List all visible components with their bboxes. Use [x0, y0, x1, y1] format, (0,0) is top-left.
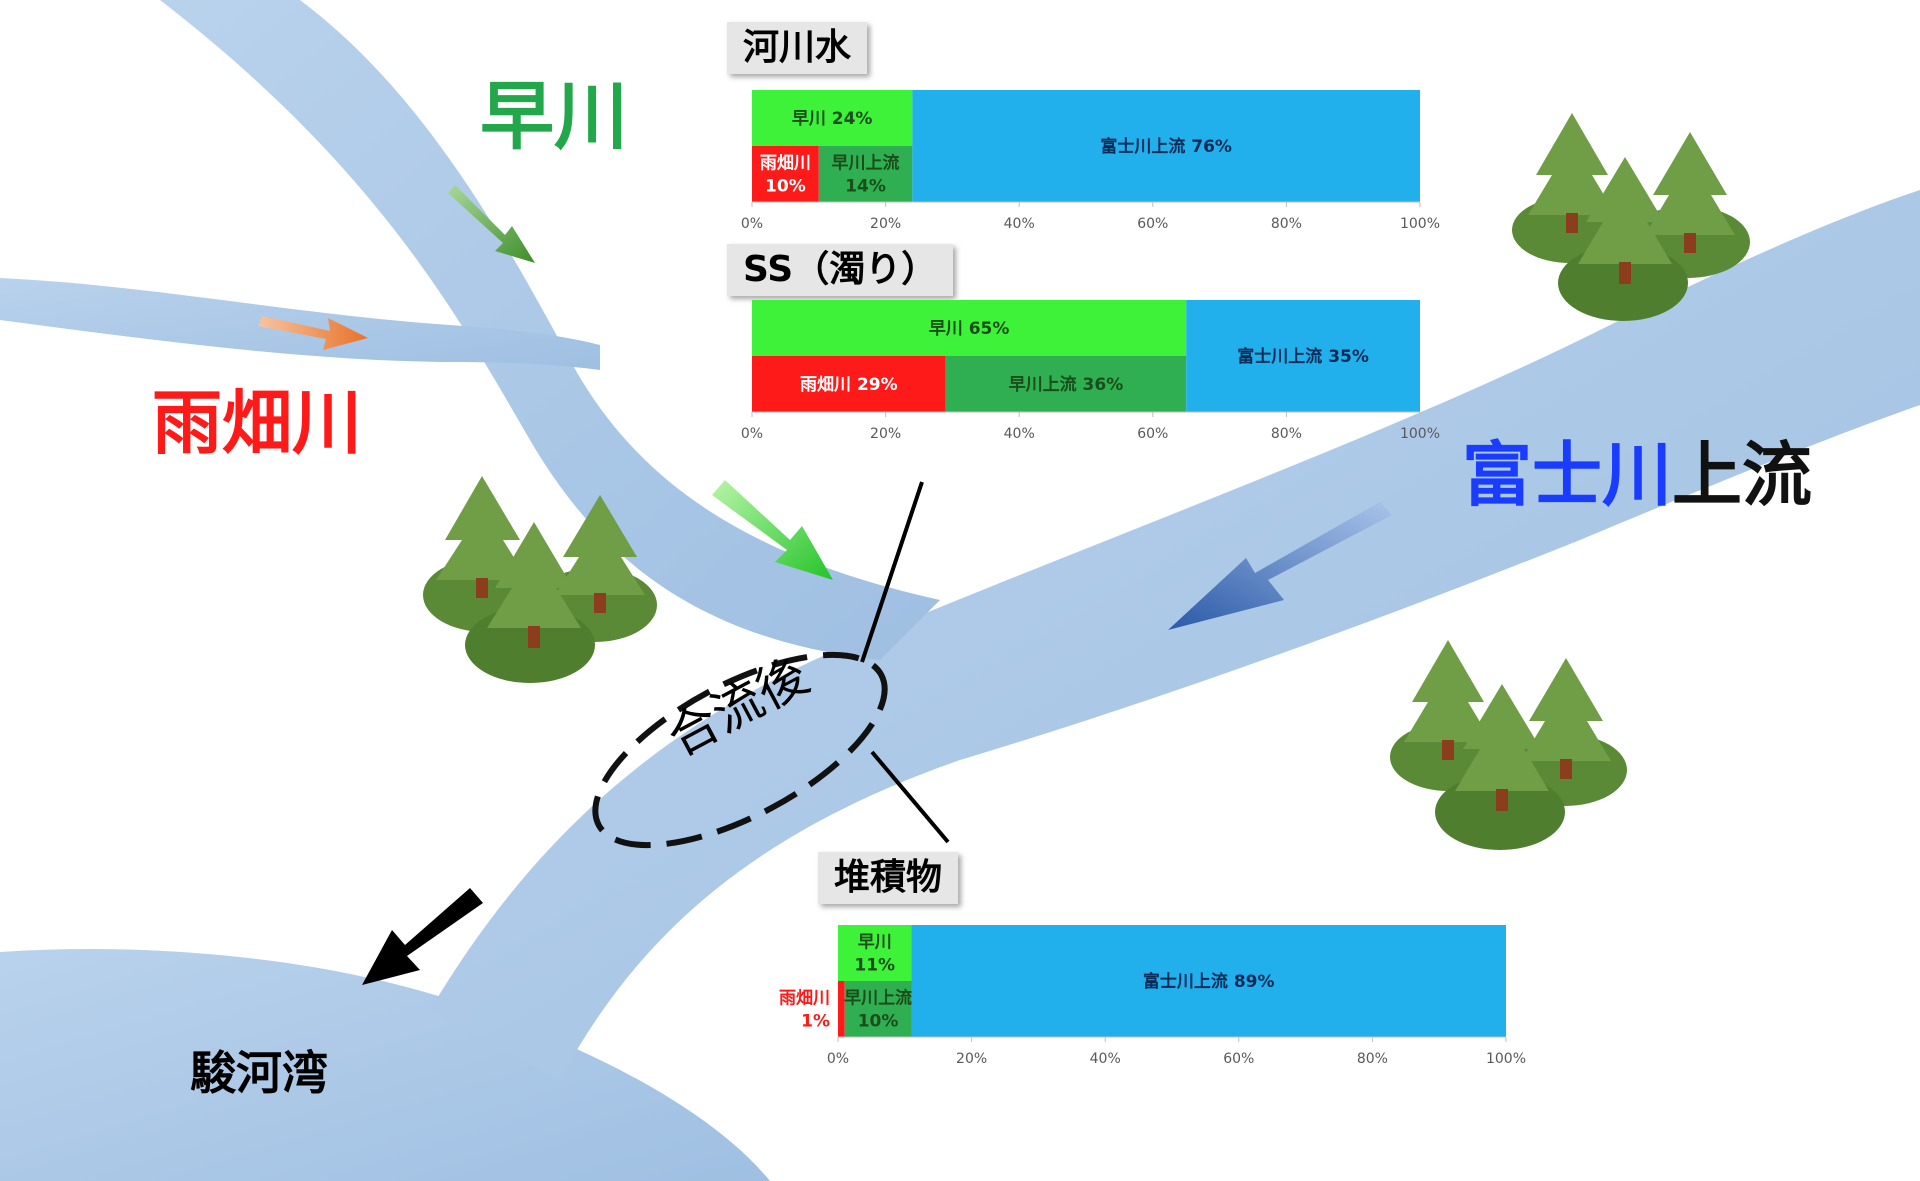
x-tick-label: 20% — [870, 216, 901, 232]
sediment-title: 堆積物 — [818, 852, 959, 904]
data-label: 11% — [854, 955, 895, 975]
fuji-flow-arrow — [1168, 502, 1392, 630]
x-tick-label: 40% — [1090, 1051, 1121, 1067]
x-tick-label: 40% — [1004, 426, 1035, 442]
suruga-bay-label: 駿河湾 — [190, 1046, 328, 1100]
x-tick-label: 80% — [1357, 1051, 1388, 1067]
data-label: 10% — [765, 176, 806, 196]
data-label: 10% — [858, 1011, 899, 1031]
x-tick-label: 20% — [870, 426, 901, 442]
x-tick-label: 60% — [1223, 1051, 1254, 1067]
downstream-flow-arrow — [362, 888, 483, 985]
x-tick-label: 60% — [1137, 426, 1168, 442]
amehata-flow-arrow — [258, 316, 368, 350]
x-tick-label: 100% — [1486, 1051, 1526, 1067]
confluence-ellipse — [592, 651, 888, 849]
bar-segment — [752, 356, 946, 412]
fuji-upper-label: 富士川上流 — [1462, 440, 1812, 510]
amehata-label: 雨畑川 — [152, 382, 362, 464]
data-label: 早川上流 — [832, 152, 900, 173]
bar-segment — [1186, 300, 1420, 412]
suruga-bay — [0, 949, 770, 1181]
bar-segment — [945, 356, 1187, 412]
data-label: 雨畑川 — [779, 988, 830, 1008]
bar-segment — [818, 146, 913, 202]
data-label: 14% — [845, 176, 886, 196]
data-label: 雨畑川 — [760, 153, 811, 173]
data-label: 1% — [801, 1011, 830, 1031]
tree-cluster-top-right — [1512, 113, 1750, 321]
bar-segment — [838, 925, 912, 981]
bar-segment — [911, 925, 1506, 1037]
tree-cluster-bottom-right — [1390, 640, 1627, 850]
main-river — [430, 190, 1920, 1080]
bar-segment — [912, 90, 1420, 202]
x-tick-label: 60% — [1137, 216, 1168, 232]
data-label: 早川 24% — [792, 109, 873, 129]
data-label: 早川上流 36% — [1009, 374, 1124, 395]
river-water-title: 河川水 — [727, 22, 868, 74]
bar-segment — [752, 90, 913, 146]
leader-line-lower — [870, 750, 950, 844]
amehata-river — [0, 278, 600, 370]
chart-svg: 早川 24% 雨畑川 10% 早川上流 14% 富士川上流 76% 0% 20% 40% 60% 8… — [741, 90, 1440, 232]
bar-segment — [752, 300, 1187, 356]
ss-turbidity-title: SS（濁り） — [727, 244, 954, 296]
hayakawa-flow-arrow-upper — [448, 185, 535, 263]
hayakawa-flow-arrow-lower — [712, 480, 833, 580]
bar-segment — [838, 981, 845, 1037]
fuji-upper-label-upstream: 上流 — [1672, 434, 1812, 516]
x-tick-label: 40% — [1004, 216, 1035, 232]
x-tick-label: 0% — [827, 1051, 849, 1067]
chart-svg: 早川 11% 雨畑川 1% 早川上流 10% 富士川上流 89% 0% 20% 40% 60% 80%… — [779, 925, 1526, 1067]
x-tick-label: 20% — [956, 1051, 987, 1067]
x-tick-label: 80% — [1271, 216, 1302, 232]
x-tick-label: 80% — [1271, 426, 1302, 442]
data-label: 富士川上流 76% — [1100, 136, 1232, 157]
hayakawa-label: 早川 — [480, 74, 628, 160]
x-tick-label: 0% — [741, 216, 763, 232]
data-label: 早川 65% — [929, 319, 1010, 339]
leader-line-upper — [860, 481, 924, 663]
chart-svg: 早川 65% 雨畑川 29% 早川上流 36% 富士川上流 35% 0% 20% 40% 60… — [741, 300, 1440, 442]
data-label: 富士川上流 89% — [1143, 971, 1275, 992]
x-tick-label: 100% — [1400, 426, 1440, 442]
data-label: 雨畑川 29% — [800, 375, 898, 395]
tree-cluster-left — [423, 476, 657, 683]
bar-segment — [752, 146, 819, 202]
x-tick-label: 100% — [1400, 216, 1440, 232]
river-water-chart: 早川 24% 雨畑川 10% 早川上流 14% 富士川上流 76% 0% 20% 40% 60% 8… — [741, 90, 1440, 242]
sediment-chart: 早川 11% 雨畑川 1% 早川上流 10% 富士川上流 89% 0% 20% 40% 60% 80%… — [779, 925, 1526, 1077]
x-tick-label: 0% — [741, 426, 763, 442]
hayakawa-river — [160, 0, 940, 660]
ss-turbidity-chart: 早川 65% 雨畑川 29% 早川上流 36% 富士川上流 35% 0% 20% 40% 60… — [741, 300, 1440, 452]
data-label: 富士川上流 35% — [1237, 346, 1369, 367]
fuji-upper-label-river: 富士川 — [1462, 434, 1672, 516]
data-label: 早川上流 — [844, 987, 912, 1008]
bar-segment — [844, 981, 912, 1037]
data-label: 早川 — [858, 932, 892, 952]
